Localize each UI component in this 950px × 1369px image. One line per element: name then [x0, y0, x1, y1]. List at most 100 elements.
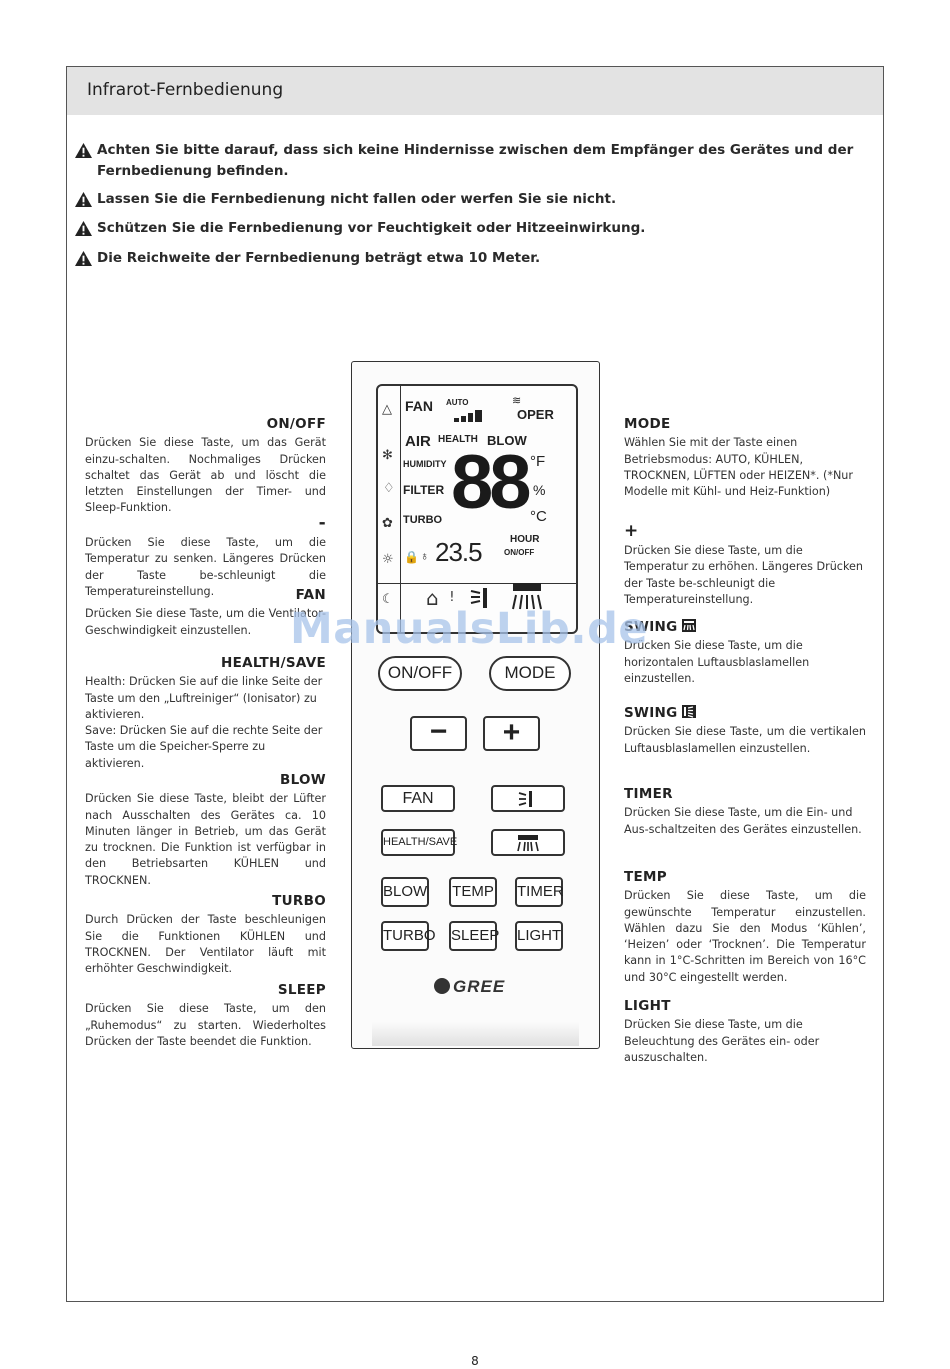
lcd-onoff: ON/OFF [504, 548, 535, 557]
section-temp: TEMP Drücken Sie diese Taste, um die gew… [624, 869, 866, 986]
remote-bottom-shading [372, 1022, 579, 1046]
minus-button[interactable]: − [410, 716, 467, 751]
section-title: FAN [295, 587, 326, 603]
section-title: + [624, 521, 639, 541]
heat-mode-icon: ☼ [382, 552, 394, 567]
lcd-air: AIR [405, 433, 431, 450]
section-onoff: ON/OFF Drücken Sie diese Taste, um das G… [85, 416, 326, 517]
section-fan: FAN Drücken Sie diese Taste, um die Vent… [85, 587, 326, 639]
lcd-divider [378, 583, 576, 584]
lcd-main-digits: 88 [451, 440, 532, 525]
section-title: - [318, 513, 326, 533]
warning-text: Lassen Sie die Fernbedienung nicht falle… [97, 191, 617, 207]
section-title: SWING [624, 705, 866, 721]
section-plus: + Drücken Sie diese Taste, um die Temper… [624, 522, 866, 608]
sleep-button[interactable]: SLEEP [449, 921, 499, 951]
section-body: Drücken Sie diese Taste, um die Ein- und… [624, 806, 862, 836]
lcd-blow: BLOW [487, 433, 527, 448]
lcd-time: 23.5 [435, 537, 483, 567]
section-body: Health: Drücken Sie auf die linke Seite … [85, 675, 323, 721]
lcd-hour: HOUR [510, 534, 540, 545]
section-title: Infrarot-Fernbedienung [87, 80, 284, 100]
section-title: LIGHT [624, 998, 671, 1014]
section-body: Drücken Sie diese Taste, um die Temperat… [85, 536, 326, 598]
signal-icon: ≋ [512, 395, 522, 407]
bulb-icon: ♁ [420, 549, 429, 563]
section-title: ON/OFF [266, 416, 326, 432]
temp-button[interactable]: TEMP [449, 877, 497, 907]
sleep-moon-icon: ☾ [382, 592, 394, 607]
onoff-button[interactable]: ON/OFF [378, 656, 462, 691]
swing-vertical-icon [470, 588, 487, 608]
lcd-health: HEALTH [438, 434, 478, 445]
fan-speed-bars-icon [454, 410, 482, 422]
fan-button[interactable]: FAN [381, 785, 455, 812]
lcd-fan: FAN [405, 398, 433, 414]
section-body: Wählen Sie mit der Taste einen Betriebsm… [624, 436, 853, 499]
section-title: SWING [624, 619, 866, 635]
warning-text: Achten Sie bitte darauf, dass sich keine… [97, 142, 854, 179]
section-timer: TIMER Drücken Sie diese Taste, um die Ei… [624, 786, 866, 838]
warning-3: Schützen Sie die Fernbedienung vor Feuch… [74, 218, 879, 239]
section-swing-horizontal: SWING Drücken Sie diese Taste, um die ho… [624, 619, 866, 687]
section-title: BLOW [280, 772, 326, 788]
swing-horizontal-icon [681, 619, 696, 632]
section-turbo: TURBO Durch Drücken der Taste beschleuni… [85, 893, 326, 977]
auto-mode-icon: △ [382, 402, 392, 417]
remote-control: △ ✻ ♢ ✿ ☼ ☾ FAN AUTO ≋ OPER AIR HEALTH B… [351, 361, 600, 1049]
lock-icon: 🔒 [404, 550, 419, 564]
section-title: TEMP [624, 869, 667, 885]
lcd-oper: OPER [517, 407, 554, 422]
lcd-deg-f: °F [530, 453, 546, 470]
brand-logo: GREE [434, 977, 505, 997]
warning-triangle-icon [75, 220, 92, 237]
gree-logo-icon [434, 978, 450, 994]
lcd-display: △ ✻ ♢ ✿ ☼ ☾ FAN AUTO ≋ OPER AIR HEALTH B… [376, 384, 578, 634]
section-body: Save: Drücken Sie auf die rechte Seite d… [85, 724, 323, 770]
section-title: MODE [624, 416, 671, 432]
section-body: Drücken Sie diese Taste, um den „Ruhemod… [85, 1002, 326, 1048]
turbo-button[interactable]: TURBO [381, 921, 436, 951]
section-title: TURBO [272, 893, 326, 909]
section-minus: - Drücken Sie diese Taste, um die Temper… [85, 514, 326, 600]
warning-4: Die Reichweite der Fernbedienung beträgt… [74, 248, 879, 269]
mode-button[interactable]: MODE [489, 656, 571, 691]
page-number: 8 [471, 1354, 479, 1368]
section-body: Drücken Sie diese Taste, um die Beleucht… [624, 1018, 820, 1064]
section-mode: MODE Wählen Sie mit der Taste einen Betr… [624, 416, 866, 500]
page-frame: Infrarot-Fernbedienung [66, 66, 884, 1302]
blow-button[interactable]: BLOW [381, 877, 429, 907]
fan-mode-icon: ✿ [382, 516, 393, 531]
dry-mode-icon: ♢ [383, 481, 395, 496]
lcd-humidity: HUMIDITY [403, 459, 447, 469]
section-body: Drücken Sie diese Taste, um die gewünsch… [624, 889, 866, 984]
warning-2: Lassen Sie die Fernbedienung nicht falle… [74, 189, 879, 210]
swing-horizontal-icon [517, 835, 539, 852]
section-body: Drücken Sie diese Taste, um die Temperat… [624, 544, 863, 606]
swing-horizontal-button[interactable] [491, 829, 565, 856]
warning-text: Die Reichweite der Fernbedienung beträgt… [97, 250, 541, 266]
swing-vertical-button[interactable] [491, 785, 565, 812]
warning-triangle-icon [75, 250, 92, 267]
section-light: LIGHT Drücken Sie diese Taste, um die Be… [624, 998, 866, 1066]
lcd-filter: FILTER [403, 483, 445, 497]
section-body: Drücken Sie diese Taste, um das Gerät ei… [85, 436, 326, 515]
health-save-button[interactable]: HEALTH/SAVE [381, 829, 457, 856]
section-title: TIMER [624, 786, 673, 802]
warning-1: Achten Sie bitte darauf, dass sich keine… [74, 140, 879, 182]
section-title: HEALTH/SAVE [221, 655, 326, 671]
watermark: ManualsLib.de [290, 604, 649, 654]
section-blow: BLOW Drücken Sie diese Taste, bleibt der… [85, 772, 326, 889]
section-title: SLEEP [277, 982, 326, 998]
lcd-percent: % [533, 482, 546, 498]
light-button[interactable]: LIGHT [515, 921, 563, 951]
lcd-deg-c: °C [530, 508, 547, 525]
timer-button[interactable]: TIMER [515, 877, 564, 907]
section-body: Drücken Sie diese Taste, um die vertikal… [624, 725, 866, 755]
thermometer-icon: ǃ [450, 590, 454, 605]
warning-text: Schützen Sie die Fernbedienung vor Feuch… [97, 220, 646, 236]
plus-button[interactable]: + [483, 716, 540, 751]
cool-mode-icon: ✻ [382, 448, 393, 463]
warning-triangle-icon [75, 191, 92, 208]
swing-vertical-icon [518, 791, 532, 807]
